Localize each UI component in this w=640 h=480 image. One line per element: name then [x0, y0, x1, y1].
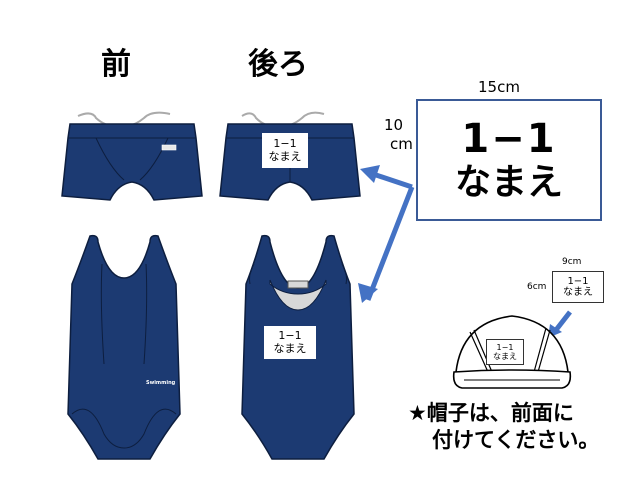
trunks-name-tag: 1−1 なまえ: [262, 133, 308, 168]
tag-name: なまえ: [563, 287, 593, 298]
bent-double-arrow-icon: [358, 165, 415, 303]
tag-name: なまえ: [273, 341, 307, 355]
front-swimsuit-illustration: Swimming: [67, 234, 181, 460]
note-line-1: ★帽子は、前面に: [408, 401, 574, 425]
cap-name-label: 1−1 なまえ: [552, 271, 604, 303]
tag-class: 1−1: [278, 328, 302, 342]
tag-class: 1−1: [496, 342, 514, 352]
label-class: 1−1: [461, 116, 557, 163]
back-heading: 後ろ: [248, 47, 308, 82]
front-trunks-illustration: [61, 111, 203, 201]
swimsuit-logo-text: Swimming: [146, 380, 176, 386]
label-width-text: 15cm: [478, 78, 520, 96]
tag-class: 1−1: [567, 275, 589, 287]
tag-class: 1−1: [273, 136, 297, 150]
tag-name: なまえ: [268, 149, 302, 163]
label-name: なまえ: [454, 162, 563, 204]
front-heading: 前: [101, 47, 131, 82]
main-name-label: 1−1 なまえ: [416, 99, 602, 221]
label-height-number: 10: [384, 116, 404, 134]
swimsuit-name-tag: 1−1 なまえ: [264, 326, 316, 359]
note-line-2: 付けてください。: [432, 428, 600, 453]
cap-attached-name-tag: 1−1 なまえ: [486, 339, 524, 365]
tag-name: なまえ: [493, 352, 517, 361]
cap-label-height: 6cm: [527, 282, 547, 292]
label-height-unit: cm: [390, 135, 413, 153]
cap-instruction-note: ★帽子は、前面に 付けてください。: [408, 400, 599, 455]
cap-label-width: 9cm: [562, 257, 582, 267]
